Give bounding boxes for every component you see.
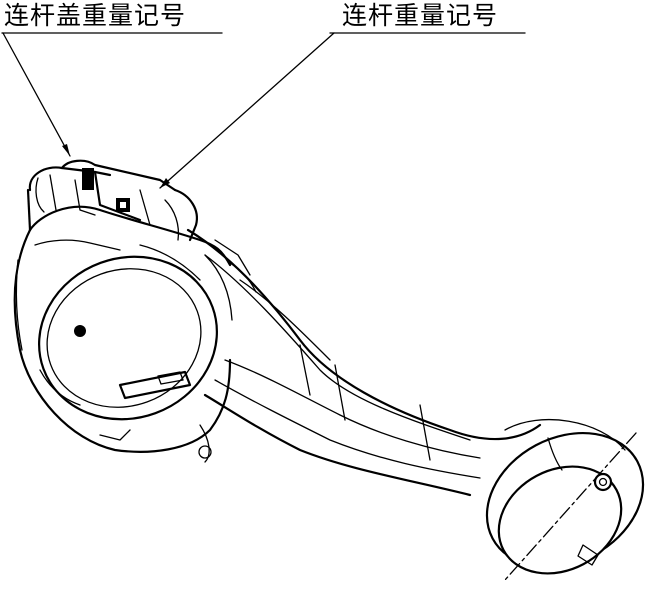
bore-oil-hole: [74, 325, 86, 337]
cap-weight-mark: [82, 168, 94, 190]
big-end: [13, 159, 257, 463]
oil-hole: [593, 472, 613, 492]
small-end-centerline: [504, 432, 637, 581]
leader-lines: [1, 32, 526, 189]
cap-weight-mark-label: 连杆盖重量记号: [4, 1, 187, 30]
rod-shank: [186, 228, 542, 497]
small-end: [485, 418, 645, 581]
cap-leader-line: [2, 32, 71, 157]
cap-leader-arrowhead: [62, 144, 70, 156]
rod-leader-line: [159, 32, 335, 189]
rod-weight-mark-label: 连杆重量记号: [342, 1, 499, 30]
